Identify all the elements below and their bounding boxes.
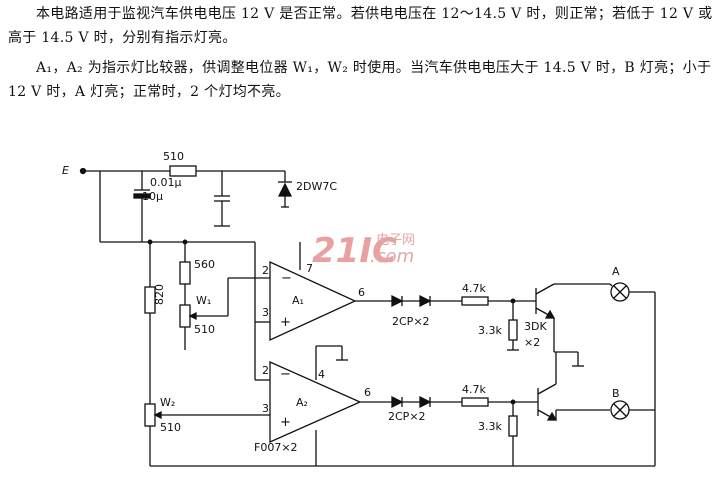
cap-001u-label: 0.01μ (150, 176, 182, 189)
svg-text:7: 7 (306, 262, 313, 275)
opamp-a2: A₂ 2 3 4 6 − + F007×2 (254, 360, 371, 454)
watermark: 21IC 电子网 .com (312, 231, 415, 271)
lamp-a: A (610, 265, 630, 302)
svg-text:6: 6 (358, 286, 365, 299)
opamp-part-label: F007×2 (254, 441, 298, 454)
pot-w1-value: 510 (194, 323, 215, 336)
lamp-b-label: B (612, 387, 620, 400)
pot-w2 (144, 403, 156, 427)
resistor-510-label: 510 (163, 150, 184, 163)
svg-text:+: + (280, 415, 291, 430)
watermark-logo: 21IC (312, 231, 397, 271)
resistor-4k7-a2 (461, 397, 489, 407)
svg-text:2: 2 (262, 264, 269, 277)
resistor-560 (179, 261, 191, 285)
svg-text:3.3k: 3.3k (478, 324, 502, 337)
zener-diode: 2DW7C (277, 171, 337, 208)
svg-text:3: 3 (262, 306, 269, 319)
description-paragraph-2: A₁，A₂ 为指示灯比较器，供调整电位器 W₁，W₂ 时使用。当汽车供电电压大于… (8, 60, 712, 100)
zener-label: 2DW7C (296, 180, 337, 193)
svg-text:3.3k: 3.3k (478, 420, 502, 433)
resistor-560-label: 560 (194, 258, 215, 271)
opamp-a1: A₁ 2 3 7 6 − + (262, 260, 365, 342)
resistor-820-label: 820 (153, 284, 166, 305)
svg-text:4.7k: 4.7k (462, 383, 486, 396)
svg-text:6: 6 (364, 386, 371, 399)
resistor-510-series: 510 (163, 150, 197, 177)
opamp-a2-label: A₂ (296, 396, 308, 409)
pot-w1 (179, 304, 191, 328)
watermark-cn: 电子网 (376, 233, 415, 248)
resistor-3k3-a1 (508, 319, 518, 341)
watermark-url: .com (370, 246, 414, 267)
cap-10u-label: 10μ (142, 190, 163, 203)
transistor-label: 3DK (524, 320, 547, 333)
svg-text:4: 4 (318, 368, 325, 381)
transistor-b (537, 352, 610, 421)
diode-a1-2 (419, 294, 432, 308)
pot-w1-label: W₁ (196, 294, 211, 307)
input-label: E (62, 164, 69, 177)
diode-a2-2 (419, 395, 432, 409)
transistor-a (535, 283, 610, 352)
svg-text:3: 3 (262, 402, 269, 415)
resistor-4k7-a1 (461, 296, 489, 306)
svg-text:+: + (280, 315, 291, 330)
pot-w2-value: 510 (160, 421, 181, 434)
diode-a1-1 (391, 294, 404, 308)
diodes-a2-label: 2CP×2 (388, 410, 426, 423)
svg-text:2: 2 (262, 364, 269, 377)
description-paragraph-1: 本电路适用于监视汽车供电电压 12 V 是否正常。若供电电压在 12～14.5 … (8, 6, 713, 46)
svg-text:−: − (280, 367, 291, 382)
opamp-a1-label: A₁ (292, 294, 304, 307)
lamp-b: B (610, 387, 630, 420)
pot-w2-label: W₂ (160, 396, 175, 409)
diode-a2-1 (391, 395, 404, 409)
diodes-a1-label: 2CP×2 (392, 315, 430, 328)
svg-text:−: − (281, 271, 292, 286)
resistor-3k3-a2 (508, 415, 518, 437)
svg-text:4.7k: 4.7k (462, 282, 486, 295)
lamp-a-label: A (612, 265, 620, 278)
transistor-qty: ×2 (524, 336, 540, 349)
input-terminal: E (62, 164, 87, 177)
